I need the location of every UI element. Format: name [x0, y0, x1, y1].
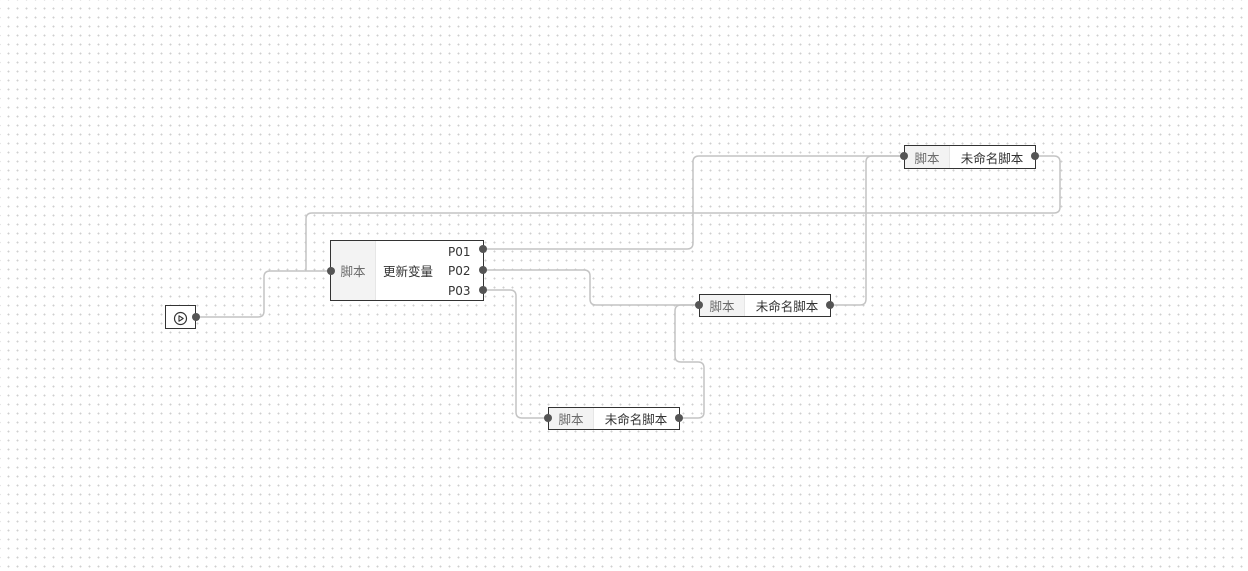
edge-p03-to-bottom-script: [483, 289, 548, 419]
start-output-port[interactable]: [192, 313, 200, 321]
edge-top-script-to-main: [305, 155, 1061, 271]
node-title: 未命名脚本: [755, 299, 819, 314]
output-port-p01[interactable]: [479, 245, 487, 253]
node-title: 未命名脚本: [604, 412, 668, 427]
output-label-p02: P02: [448, 264, 471, 278]
node-title: 更新变量: [382, 264, 433, 279]
script-top-output-port[interactable]: [1031, 152, 1039, 160]
script-node-middle[interactable]: 脚本 未命名脚本: [699, 294, 831, 317]
edge-bottom-script-to-middle-script: [674, 304, 705, 419]
script-middle-output-port[interactable]: [826, 301, 834, 309]
node-type-label: 脚本: [700, 295, 745, 316]
play-circle-icon: [173, 311, 188, 326]
output-label-p01: P01: [448, 245, 471, 259]
edge-start-to-main: [196, 270, 331, 318]
script-middle-input-port[interactable]: [695, 301, 703, 309]
update-variables-node[interactable]: 脚本 更新变量 P01 P02 P03: [330, 240, 484, 301]
output-label-p03: P03: [448, 284, 471, 298]
main-input-port[interactable]: [327, 267, 335, 275]
node-type-label: 脚本: [905, 146, 950, 168]
script-bottom-input-port[interactable]: [544, 414, 552, 422]
output-port-p03[interactable]: [479, 286, 487, 294]
output-port-p02[interactable]: [479, 266, 487, 274]
edge-middle-script-to-top-script: [830, 155, 904, 306]
edge-p02-to-middle-script: [483, 269, 699, 306]
script-node-bottom[interactable]: 脚本 未命名脚本: [548, 407, 680, 430]
script-top-input-port[interactable]: [900, 152, 908, 160]
script-node-top[interactable]: 脚本 未命名脚本: [904, 145, 1036, 169]
node-title: 未命名脚本: [960, 150, 1024, 166]
edge-p01-to-top-script: [483, 155, 904, 250]
node-type-label: 脚本: [331, 241, 376, 300]
script-bottom-output-port[interactable]: [675, 414, 683, 422]
node-type-label: 脚本: [549, 408, 594, 429]
